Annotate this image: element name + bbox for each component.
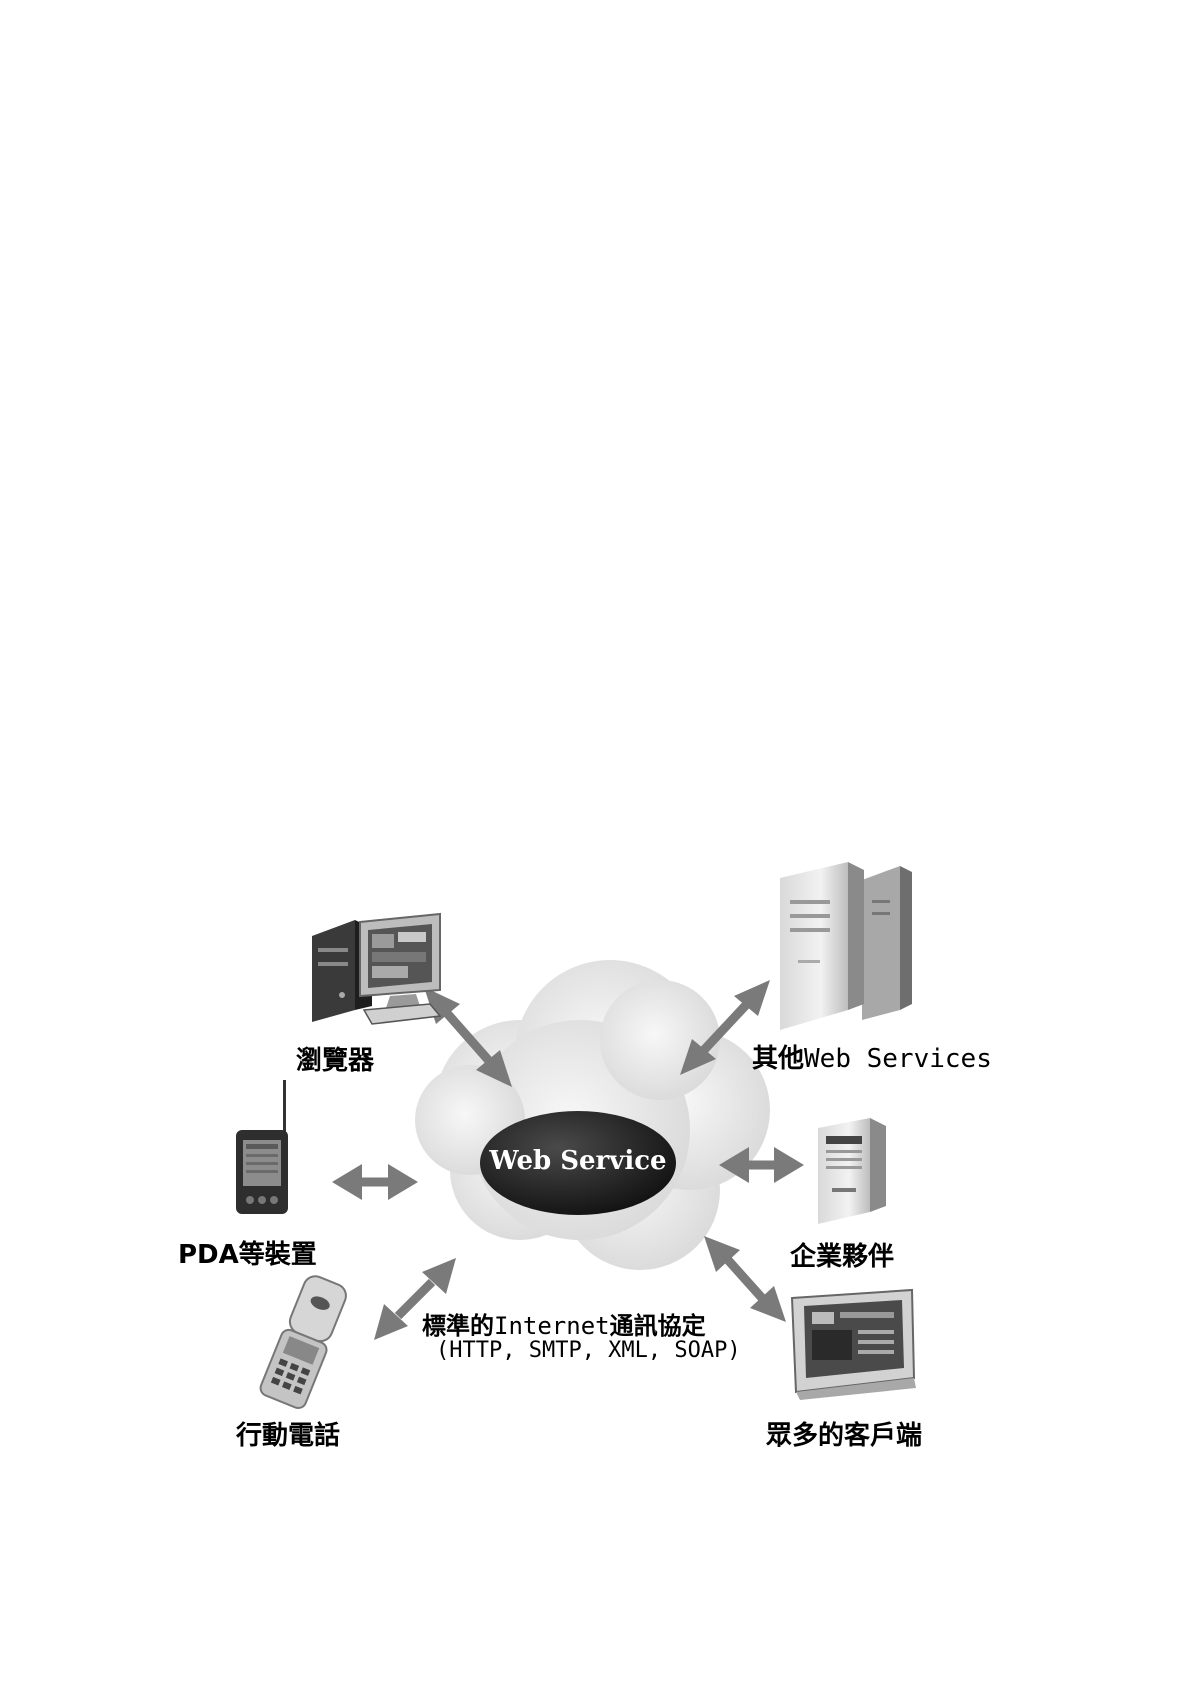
- partner-label: 企業夥伴: [790, 1242, 895, 1272]
- protocol-list-label: (HTTP, SMTP, XML, SOAP): [436, 1338, 741, 1363]
- browser-label: 瀏覽器: [296, 1046, 375, 1076]
- other-web-services-label-latin: Web Services: [804, 1044, 992, 1074]
- other-web-services-label: 其他Web Services: [752, 1038, 992, 1075]
- arrow-partner: [719, 1147, 804, 1183]
- mobile-phone-icon: [259, 1275, 347, 1409]
- client-monitor-icon: [790, 1288, 916, 1400]
- clients-label: 眾多的客戶端: [766, 1421, 923, 1451]
- desktop-computer-icon: [312, 912, 442, 1025]
- partner-computer-icon: [818, 1118, 886, 1224]
- server-towers-icon: [780, 862, 912, 1030]
- arrow-clients: [704, 1236, 786, 1322]
- other-web-services-label-cjk: 其他: [752, 1044, 805, 1074]
- arrow-other-services: [680, 980, 770, 1075]
- web-service-node: [480, 1111, 676, 1215]
- protocol-label-cjk-a: 標準的: [422, 1312, 494, 1340]
- phone-label: 行動電話: [236, 1421, 341, 1451]
- connection-arrows: [332, 980, 804, 1340]
- arrow-phone: [374, 1258, 456, 1340]
- arrow-pda: [332, 1164, 418, 1200]
- protocol-label-cjk-b: 通訊協定: [609, 1312, 706, 1340]
- pda-icon: [236, 1080, 288, 1214]
- protocol-label: 標準的Internet通訊協定: [422, 1306, 706, 1341]
- web-service-label: Web Service: [489, 1146, 667, 1176]
- pda-label: PDA等裝置: [178, 1240, 317, 1270]
- protocol-label-latin: Internet: [494, 1312, 610, 1340]
